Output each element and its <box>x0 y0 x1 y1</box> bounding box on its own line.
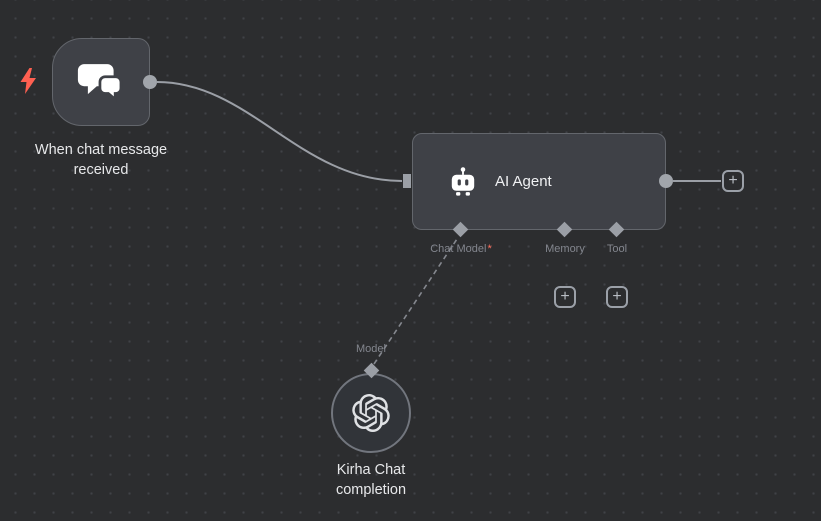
node-chat-trigger[interactable] <box>52 38 150 126</box>
plus-icon: + <box>728 171 738 189</box>
memory-port-label: Memory <box>545 243 585 255</box>
agent-input-port[interactable] <box>403 174 411 188</box>
trigger-bolt-icon <box>20 68 36 94</box>
tool-port-label: Tool <box>606 243 628 255</box>
plus-icon: + <box>612 287 622 305</box>
agent-node-label: AI Agent <box>495 173 552 190</box>
add-next-node-button[interactable]: + <box>722 170 744 192</box>
robot-icon <box>451 166 475 196</box>
required-asterisk: * <box>487 243 492 255</box>
chat-model-port-text: Chat Model <box>430 243 487 255</box>
connection-model-to-agent[interactable] <box>373 238 458 365</box>
trigger-output-port[interactable] <box>143 75 157 89</box>
agent-output-port[interactable] <box>659 174 673 188</box>
chat-bubbles-icon <box>77 64 123 103</box>
trigger-node-label: When chat message received <box>34 142 168 178</box>
plus-icon: + <box>560 287 570 305</box>
node-kirha-chat-completion[interactable] <box>331 373 411 453</box>
model-node-label: Kirha Chat completion <box>335 462 407 498</box>
add-tool-button[interactable]: + <box>606 286 628 308</box>
openai-logo-icon <box>352 394 390 432</box>
node-ai-agent[interactable]: AI Agent <box>412 133 666 230</box>
connection-trigger-to-agent[interactable] <box>156 81 403 182</box>
add-memory-button[interactable]: + <box>554 286 576 308</box>
chat-model-port-label: Chat Model* <box>411 243 511 255</box>
model-port-label: Model <box>356 343 386 355</box>
